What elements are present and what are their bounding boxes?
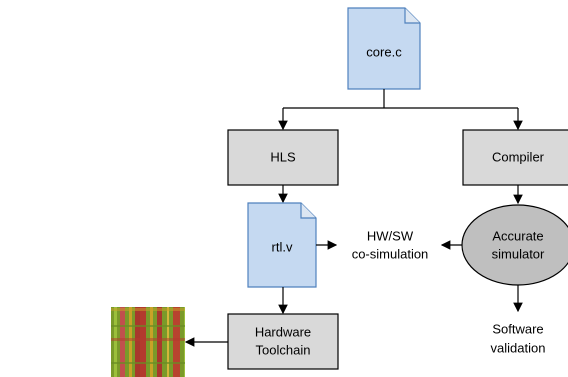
simulator-label-1: Accurate: [492, 228, 543, 243]
cosim-label-2: co-simulation: [352, 246, 429, 261]
compiler-node: Compiler: [462, 129, 568, 186]
core-file-node: core.c: [347, 7, 421, 90]
toolchain-node: Hardware Toolchain: [227, 313, 339, 370]
toolchain-label-1: Hardware: [255, 324, 311, 339]
cosim-label-1: HW/SW: [367, 228, 414, 243]
rtl-file-label: rtl.v: [272, 239, 293, 254]
fpga-layout-thumbnail-icon: [111, 307, 185, 377]
split-connector: [278, 89, 523, 131]
toolchain-label-2: Toolchain: [256, 342, 311, 357]
core-file-label: core.c: [366, 44, 402, 59]
simulator-label-2: simulator: [492, 246, 545, 261]
hls-node: HLS: [227, 129, 339, 186]
rtl-file-node: rtl.v: [247, 202, 317, 288]
validation-label-2: validation: [491, 340, 546, 355]
software-validation-node: Software validation: [491, 321, 546, 355]
compiler-label: Compiler: [492, 149, 545, 164]
simulator-node: Accurate simulator: [461, 204, 568, 286]
validation-label-1: Software: [492, 321, 543, 336]
hls-label: HLS: [270, 149, 296, 164]
cosim-node: HW/SW co-simulation: [352, 228, 429, 261]
